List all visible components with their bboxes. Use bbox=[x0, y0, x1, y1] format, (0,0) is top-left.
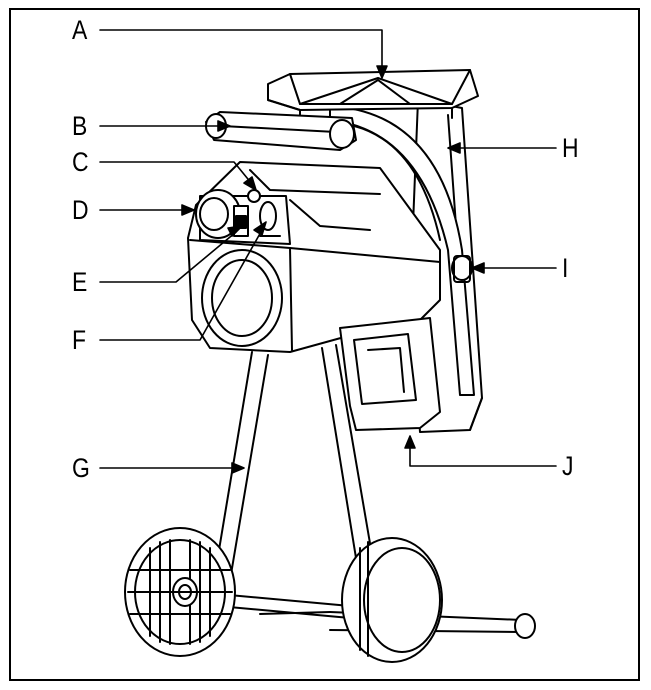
label-a: A bbox=[72, 15, 88, 45]
handle bbox=[205, 111, 357, 151]
label-b: B bbox=[72, 111, 88, 141]
callout-line-f bbox=[99, 229, 263, 341]
label-h: H bbox=[562, 133, 579, 163]
carry-arm bbox=[329, 105, 475, 396]
wheel-right bbox=[341, 537, 443, 663]
adjustment-knob bbox=[451, 255, 473, 283]
label-j: J bbox=[562, 451, 574, 481]
wheel-left bbox=[124, 527, 236, 657]
callout-lines bbox=[99, 29, 557, 474]
callout-line-e bbox=[99, 231, 237, 283]
callout-line-j bbox=[409, 443, 557, 467]
label-g: G bbox=[72, 453, 90, 483]
label-f: F bbox=[72, 325, 87, 355]
discharge-box bbox=[339, 317, 441, 431]
label-e: E bbox=[72, 267, 88, 297]
label-c: C bbox=[72, 147, 89, 177]
callout-arrow-a bbox=[376, 65, 388, 79]
callout-line-c bbox=[99, 161, 253, 185]
label-d: D bbox=[72, 195, 89, 225]
label-i: I bbox=[562, 253, 569, 283]
callout-line-a bbox=[99, 29, 383, 73]
